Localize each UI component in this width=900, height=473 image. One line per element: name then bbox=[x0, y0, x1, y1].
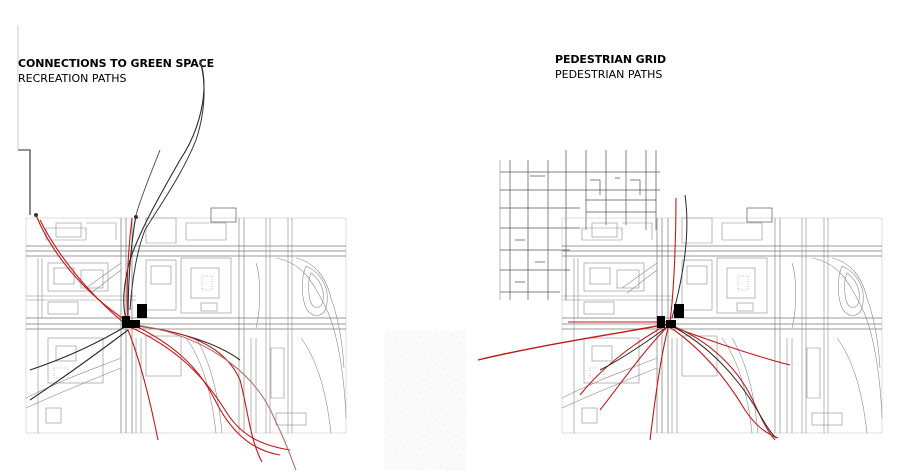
left-panel-title: CONNECTIONS TO GREEN SPACE bbox=[18, 57, 215, 70]
left-base-map bbox=[25, 207, 347, 434]
right-panel-title: PEDESTRIAN GRID bbox=[555, 53, 666, 66]
right-base-map bbox=[561, 207, 883, 434]
right-panel-subtitle: PEDESTRIAN PATHS bbox=[555, 68, 663, 81]
left-panel-subtitle: RECREATION PATHS bbox=[18, 72, 127, 85]
right-pedestrian-paths-red bbox=[477, 197, 791, 441]
left-station-blocks bbox=[122, 304, 147, 328]
pedestrian-grid bbox=[499, 150, 660, 300]
right-station-blocks bbox=[657, 304, 684, 328]
left-recreation-paths-dark bbox=[17, 25, 241, 401]
right-pedestrian-paths-dark bbox=[599, 194, 777, 439]
green-space-texture bbox=[384, 330, 466, 473]
left-path-north bbox=[129, 61, 205, 311]
left-recreation-paths-red bbox=[35, 214, 297, 471]
